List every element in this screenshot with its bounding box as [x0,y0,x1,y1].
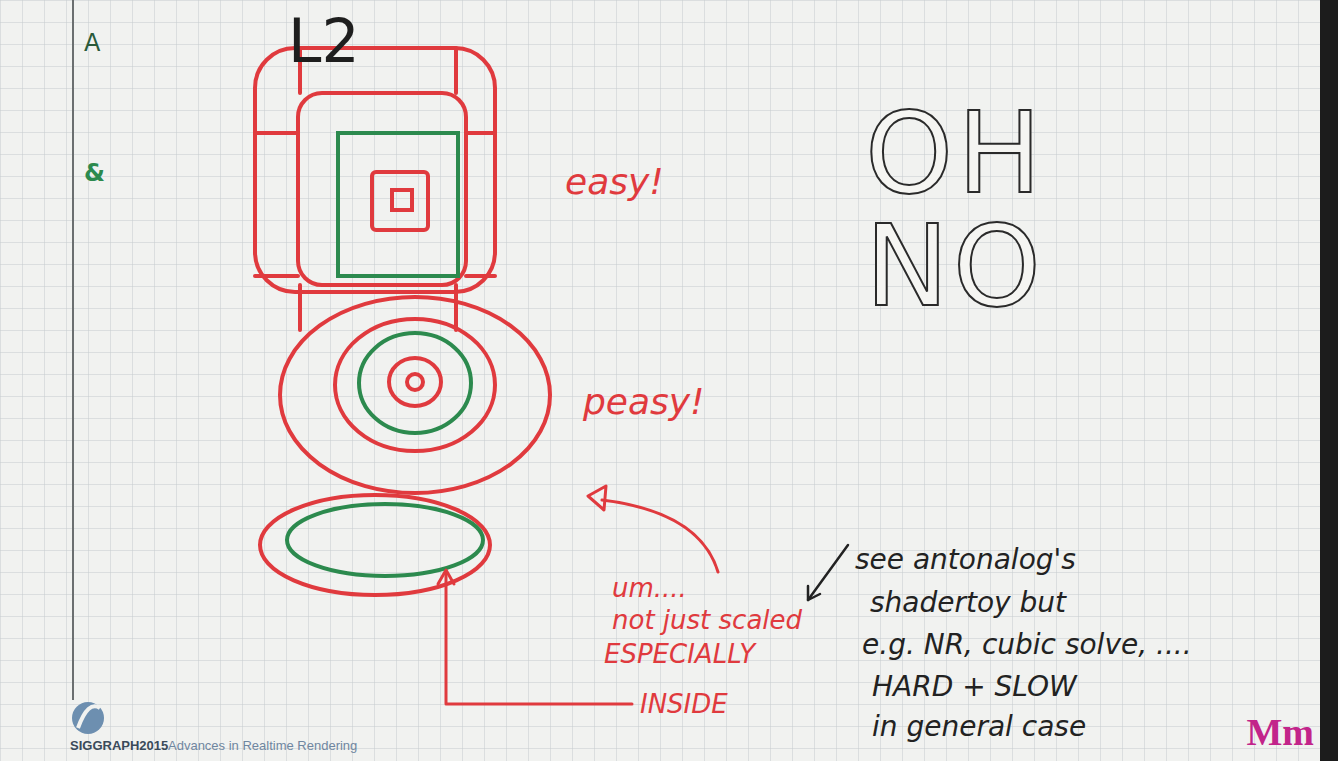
dark-edge [1320,0,1338,761]
note: in general case [872,712,1086,743]
red-arrows [438,486,718,704]
heading: L2 [288,8,360,74]
margin-mark: & [84,160,105,186]
exclamation: OH [865,92,1045,215]
note: um.... [612,574,687,603]
margin-line [72,0,74,700]
note: see antonalog's [855,545,1076,576]
footer-text: SIGGRAPH2015 [70,739,168,753]
exclamation: NO [865,205,1045,328]
siggraph-logo [72,702,104,734]
note: easy! [565,162,664,202]
note: peasy! [583,382,705,422]
note: HARD + SLOW [872,672,1077,703]
circles [280,297,550,493]
note: ESPECIALLY [604,640,755,669]
logo: Mm [1246,712,1314,754]
note: shadertoy but [870,588,1066,619]
note: INSIDE [640,690,728,719]
rounded-squares [255,48,495,330]
margin-mark: A [84,30,100,56]
footer-text: Advances in Realtime Rendering [168,739,357,753]
outer-ellipse [260,495,490,595]
green-square [338,133,458,276]
black-arrow [808,545,848,600]
note: not just scaled [612,606,802,635]
note: e.g. NR, cubic solve, .... [862,630,1192,661]
green-ellipse [287,504,483,576]
green-circle [359,333,471,433]
